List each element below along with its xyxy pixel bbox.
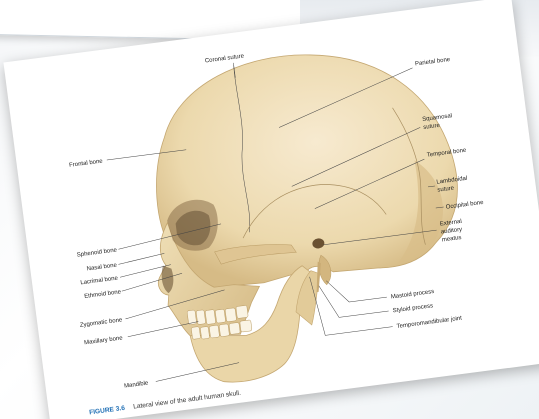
figure-caption: FIGURE 3.6 Lateral view of the adult hum… (88, 382, 242, 419)
label-zygomatic-bone: Zygomatic bone (80, 317, 124, 329)
skull-diagram: Coronal suture Parietal bone Frontal bon… (3, 0, 539, 419)
label-maxillary-bone: Maxillary bone (84, 335, 124, 346)
label-temporomandibular-joint: Temporomandibular joint (396, 316, 462, 330)
label-mastoid-process: Mastoid process (391, 289, 435, 301)
label-styloid-process: Styloid process (392, 303, 433, 314)
figure-caption-text: Lateral view of the adult human skull. (133, 390, 242, 411)
label-mandible: Mandible (124, 380, 150, 389)
skull-illustration (131, 36, 479, 391)
label-frontal-bone: Frontal bone (69, 158, 104, 168)
label-lacrimal-bone: Lacrimal bone (80, 276, 119, 287)
label-coronal-suture: Coronal suture (205, 53, 245, 64)
figure-number: FIGURE 3.6 (89, 405, 126, 417)
textbook-page: Coronal suture Parietal bone Frontal bon… (3, 0, 539, 419)
label-external-auditory-meatus-3: meatus (442, 235, 462, 243)
label-sphenoid-bone: Sphenoid bone (77, 247, 118, 258)
label-parietal-bone: Parietal bone (415, 57, 451, 68)
label-nasal-bone: Nasal bone (86, 263, 118, 273)
label-ethmoid-bone: Ethmoid bone (84, 289, 122, 300)
